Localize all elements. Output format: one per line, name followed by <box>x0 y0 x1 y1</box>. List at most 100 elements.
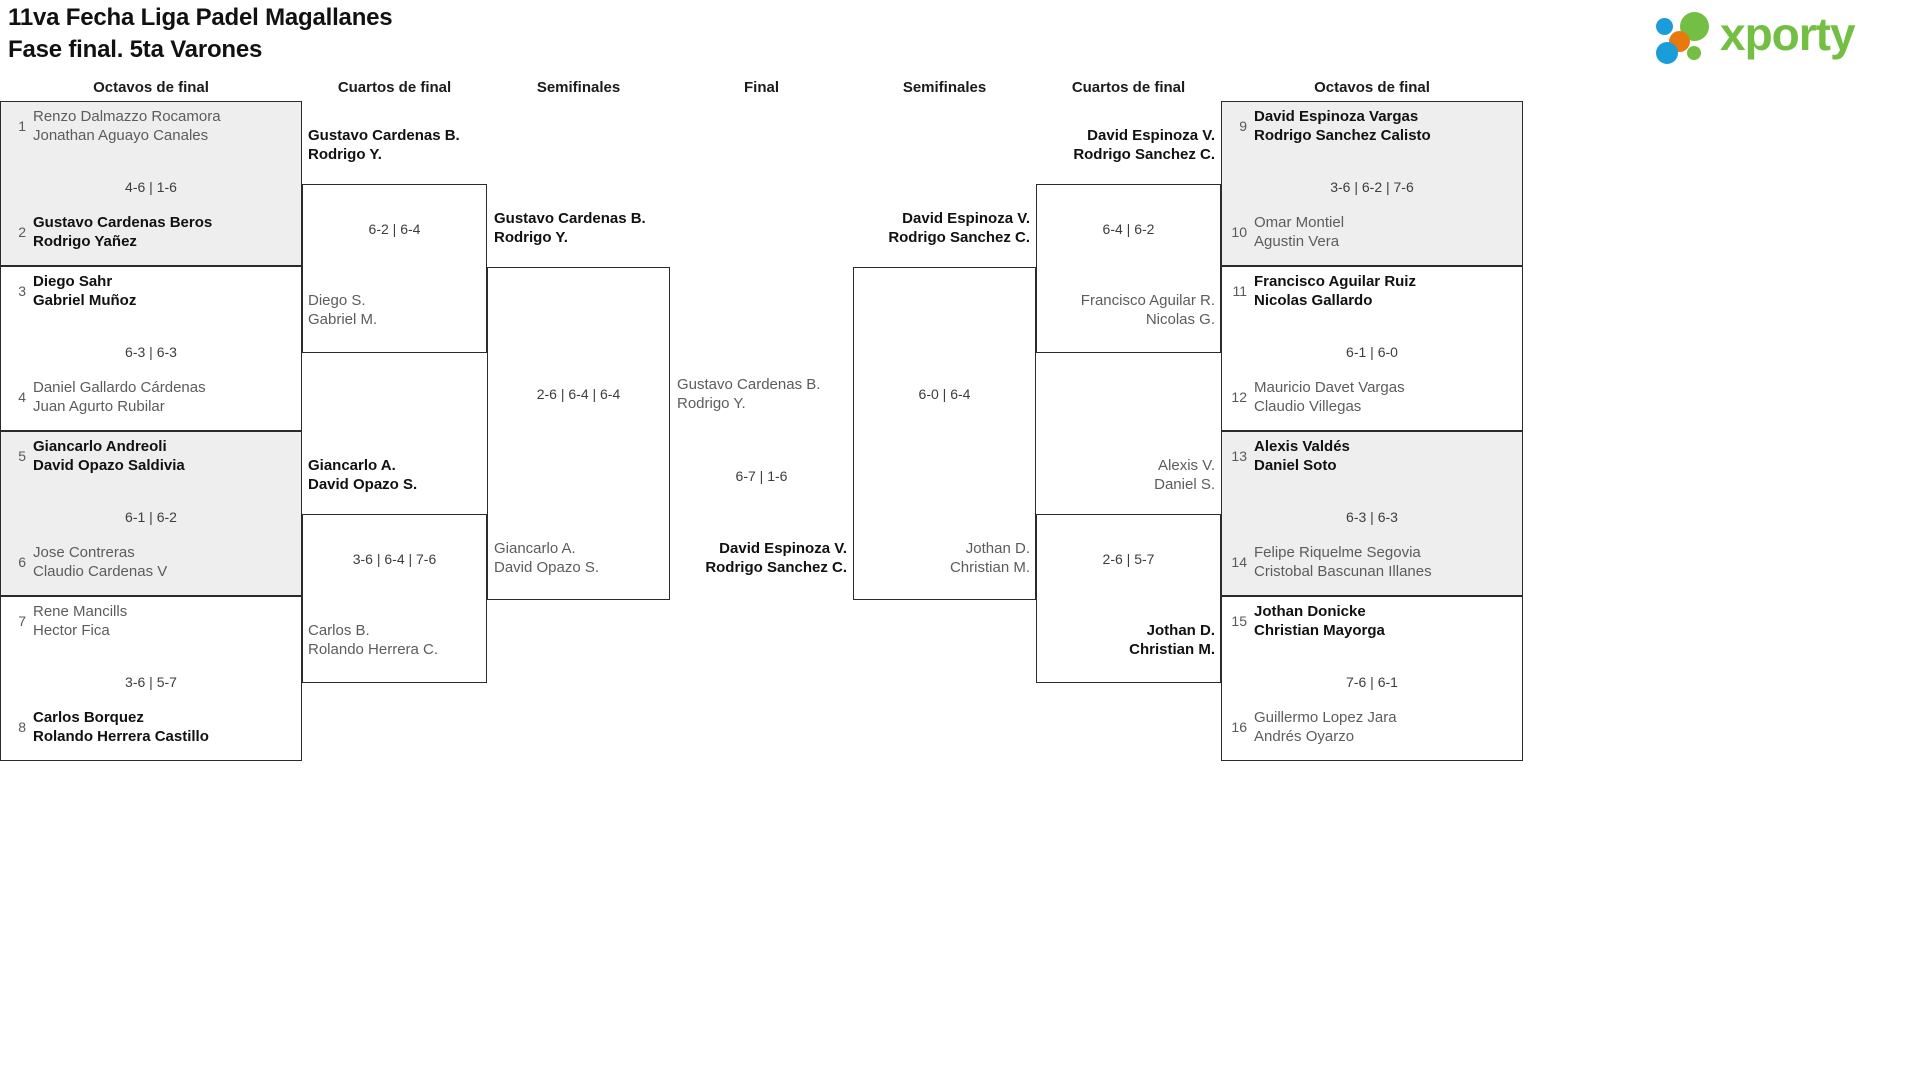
seed-number: 4 <box>18 389 26 405</box>
match-left-sf-score: 2-6 | 6-4 | 6-4 <box>536 386 621 402</box>
match-score: 3-6 | 6-2 | 7-6 <box>1330 179 1414 195</box>
seed-number: 14 <box>1231 554 1247 570</box>
round-header-right-qf: Cuartos de final <box>1071 79 1186 96</box>
team-names: Mauricio Davet Vargas Claudio Villegas <box>1254 379 1405 415</box>
team-names: Francisco Aguilar Ruiz Nicolas Gallardo <box>1254 273 1416 309</box>
team-top[interactable]: 13 Alexis Valdés Daniel Soto <box>1225 437 1350 475</box>
match-final-score: 6-7 | 1-6 <box>735 468 788 484</box>
match-right-qf-1-box[interactable] <box>1036 184 1221 353</box>
seed-number: 1 <box>18 118 26 134</box>
match-right-qf-1-top: David Espinoza V. Rodrigo Sanchez C. <box>1073 127 1215 163</box>
page-title: 11va Fecha Liga Padel Magallanes Fase fi… <box>8 2 393 66</box>
team-bottom[interactable]: 14 Felipe Riquelme Segovia Cristobal Bas… <box>1225 543 1432 581</box>
match-score: 6-3 | 6-3 <box>125 344 177 360</box>
match-score: 7-6 | 6-1 <box>1346 674 1398 690</box>
seed-number: 6 <box>18 554 26 570</box>
title-line-1: 11va Fecha Liga Padel Magallanes <box>8 4 393 31</box>
seed-number: 5 <box>18 448 26 464</box>
round-header-right-sf: Semifinales <box>902 79 987 96</box>
match-score: 4-6 | 1-6 <box>125 179 177 195</box>
round-header-left-qf: Cuartos de final <box>337 79 452 96</box>
logo-wordmark: xporty <box>1720 8 1856 60</box>
round-header-final: Final <box>743 79 779 96</box>
match-score: 3-6 | 5-7 <box>125 674 177 690</box>
team-names: Jose Contreras Claudio Cardenas V <box>33 544 168 580</box>
match-left-sf-box[interactable] <box>487 267 670 600</box>
team-names: Guillermo Lopez Jara Andrés Oyarzo <box>1254 709 1397 745</box>
team-top[interactable]: 15 Jothan Donicke Christian Mayorga <box>1225 602 1385 640</box>
round-header-right-r16: Octavos de final <box>1314 79 1430 96</box>
match-right-r16-3[interactable]: 13 Alexis Valdés Daniel Soto 6-3 | 6-3 1… <box>1221 431 1523 596</box>
match-right-sf-box[interactable] <box>853 267 1036 600</box>
team-bottom[interactable]: 12 Mauricio Davet Vargas Claudio Villega… <box>1225 378 1405 416</box>
match-right-qf-2-bottom: Jothan D. Christian M. <box>1129 622 1215 658</box>
match-left-qf-1-bottom: Diego S. Gabriel M. <box>308 292 378 328</box>
match-right-qf-2-box[interactable] <box>1036 514 1221 683</box>
match-right-r16-2[interactable]: 11 Francisco Aguilar Ruiz Nicolas Gallar… <box>1221 266 1523 431</box>
match-left-qf-2-score: 3-6 | 6-4 | 7-6 <box>352 551 437 567</box>
seed-number: 13 <box>1231 448 1247 464</box>
round-header-left-r16: Octavos de final <box>93 79 209 96</box>
title-line-2: Fase final. 5ta Varones <box>8 36 263 63</box>
team-bottom[interactable]: 10 Omar Montiel Agustin Vera <box>1225 213 1344 251</box>
team-names: Rene Mancills Hector Fica <box>33 603 128 639</box>
team-names: Diego Sahr Gabriel Muñoz <box>33 273 137 309</box>
team-names: Omar Montiel Agustin Vera <box>1254 214 1345 250</box>
logo-dots-icon <box>1656 12 1720 64</box>
match-score: 6-3 | 6-3 <box>1346 509 1398 525</box>
match-left-r16-4[interactable]: 7 Rene Mancills Hector Fica 3-6 | 5-7 8 … <box>0 596 302 761</box>
match-right-qf-2-top: Alexis V. Daniel S. <box>1154 457 1215 493</box>
match-left-qf-2-bottom: Carlos B. Rolando Herrera C. <box>308 622 439 658</box>
seed-number: 11 <box>1232 283 1247 299</box>
team-names: Gustavo Cardenas Beros Rodrigo Yañez <box>33 214 213 250</box>
seed-number: 9 <box>1239 118 1247 134</box>
match-right-sf-bottom: Jothan D. Christian M. <box>949 540 1030 576</box>
match-right-r16-4[interactable]: 15 Jothan Donicke Christian Mayorga 7-6 … <box>1221 596 1523 761</box>
match-right-sf-score: 6-0 | 6-4 <box>918 386 971 402</box>
seed-number: 15 <box>1231 613 1247 629</box>
match-right-qf-2-score: 2-6 | 5-7 <box>1102 551 1155 567</box>
match-left-qf-2-box[interactable] <box>302 514 487 683</box>
seed-number: 12 <box>1231 389 1247 405</box>
xporty-logo[interactable]: xporty <box>1656 6 1896 66</box>
match-left-qf-2-top: Giancarlo A. David Opazo S. <box>308 457 418 493</box>
team-top[interactable]: 9 David Espinoza Vargas Rodrigo Sanchez … <box>1225 107 1431 145</box>
team-bottom[interactable]: 8 Carlos Borquez Rolando Herrera Castill… <box>4 708 209 746</box>
match-left-r16-1[interactable]: 1 Renzo Dalmazzo Rocamora Jonathan Aguay… <box>0 101 302 266</box>
match-left-qf-1-box[interactable] <box>302 184 487 353</box>
team-bottom[interactable]: 2 Gustavo Cardenas Beros Rodrigo Yañez <box>4 213 212 251</box>
match-left-r16-2[interactable]: 3 Diego Sahr Gabriel Muñoz 6-3 | 6-3 4 D… <box>0 266 302 431</box>
match-right-r16-1[interactable]: 9 David Espinoza Vargas Rodrigo Sanchez … <box>1221 101 1523 266</box>
match-left-qf-1-score: 6-2 | 6-4 <box>368 221 421 237</box>
seed-number: 10 <box>1231 224 1247 240</box>
team-top[interactable]: 11 Francisco Aguilar Ruiz Nicolas Gallar… <box>1225 272 1416 310</box>
match-right-qf-1-bottom: Francisco Aguilar R. Nicolas G. <box>1080 292 1215 328</box>
match-right-qf-1-score: 6-4 | 6-2 <box>1102 221 1155 237</box>
seed-number: 7 <box>18 613 26 629</box>
match-final-top: Gustavo Cardenas B. Rodrigo Y. <box>677 376 821 412</box>
seed-number: 16 <box>1231 719 1247 735</box>
team-top[interactable]: 7 Rene Mancills Hector Fica <box>4 602 127 640</box>
team-top[interactable]: 5 Giancarlo Andreoli David Opazo Saldivi… <box>4 437 185 475</box>
team-names: Felipe Riquelme Segovia Cristobal Bascun… <box>1254 544 1432 580</box>
match-left-sf-top: Gustavo Cardenas B. Rodrigo Y. <box>494 210 646 246</box>
team-names: Giancarlo Andreoli David Opazo Saldivia <box>33 438 185 474</box>
team-names: Carlos Borquez Rolando Herrera Castillo <box>33 709 209 745</box>
match-right-sf-top: David Espinoza V. Rodrigo Sanchez C. <box>888 210 1030 246</box>
team-bottom[interactable]: 6 Jose Contreras Claudio Cardenas V <box>4 543 167 581</box>
match-score: 6-1 | 6-2 <box>125 509 177 525</box>
match-final-bottom: David Espinoza V. Rodrigo Sanchez C. <box>705 540 847 576</box>
match-left-qf-1-top: Gustavo Cardenas B. Rodrigo Y. <box>308 127 460 163</box>
team-names: Jothan Donicke Christian Mayorga <box>1254 603 1385 639</box>
team-top[interactable]: 3 Diego Sahr Gabriel Muñoz <box>4 272 136 310</box>
team-names: Alexis Valdés Daniel Soto <box>1254 438 1350 474</box>
team-names: Renzo Dalmazzo Rocamora Jonathan Aguayo … <box>33 108 221 144</box>
team-top[interactable]: 1 Renzo Dalmazzo Rocamora Jonathan Aguay… <box>4 107 221 145</box>
team-names: David Espinoza Vargas Rodrigo Sanchez Ca… <box>1254 108 1431 144</box>
team-bottom[interactable]: 16 Guillermo Lopez Jara Andrés Oyarzo <box>1225 708 1397 746</box>
match-score: 6-1 | 6-0 <box>1346 344 1398 360</box>
team-bottom[interactable]: 4 Daniel Gallardo Cárdenas Juan Agurto R… <box>4 378 205 416</box>
match-left-sf-bottom: Giancarlo A. David Opazo S. <box>494 540 600 576</box>
match-left-r16-3[interactable]: 5 Giancarlo Andreoli David Opazo Saldivi… <box>0 431 302 596</box>
